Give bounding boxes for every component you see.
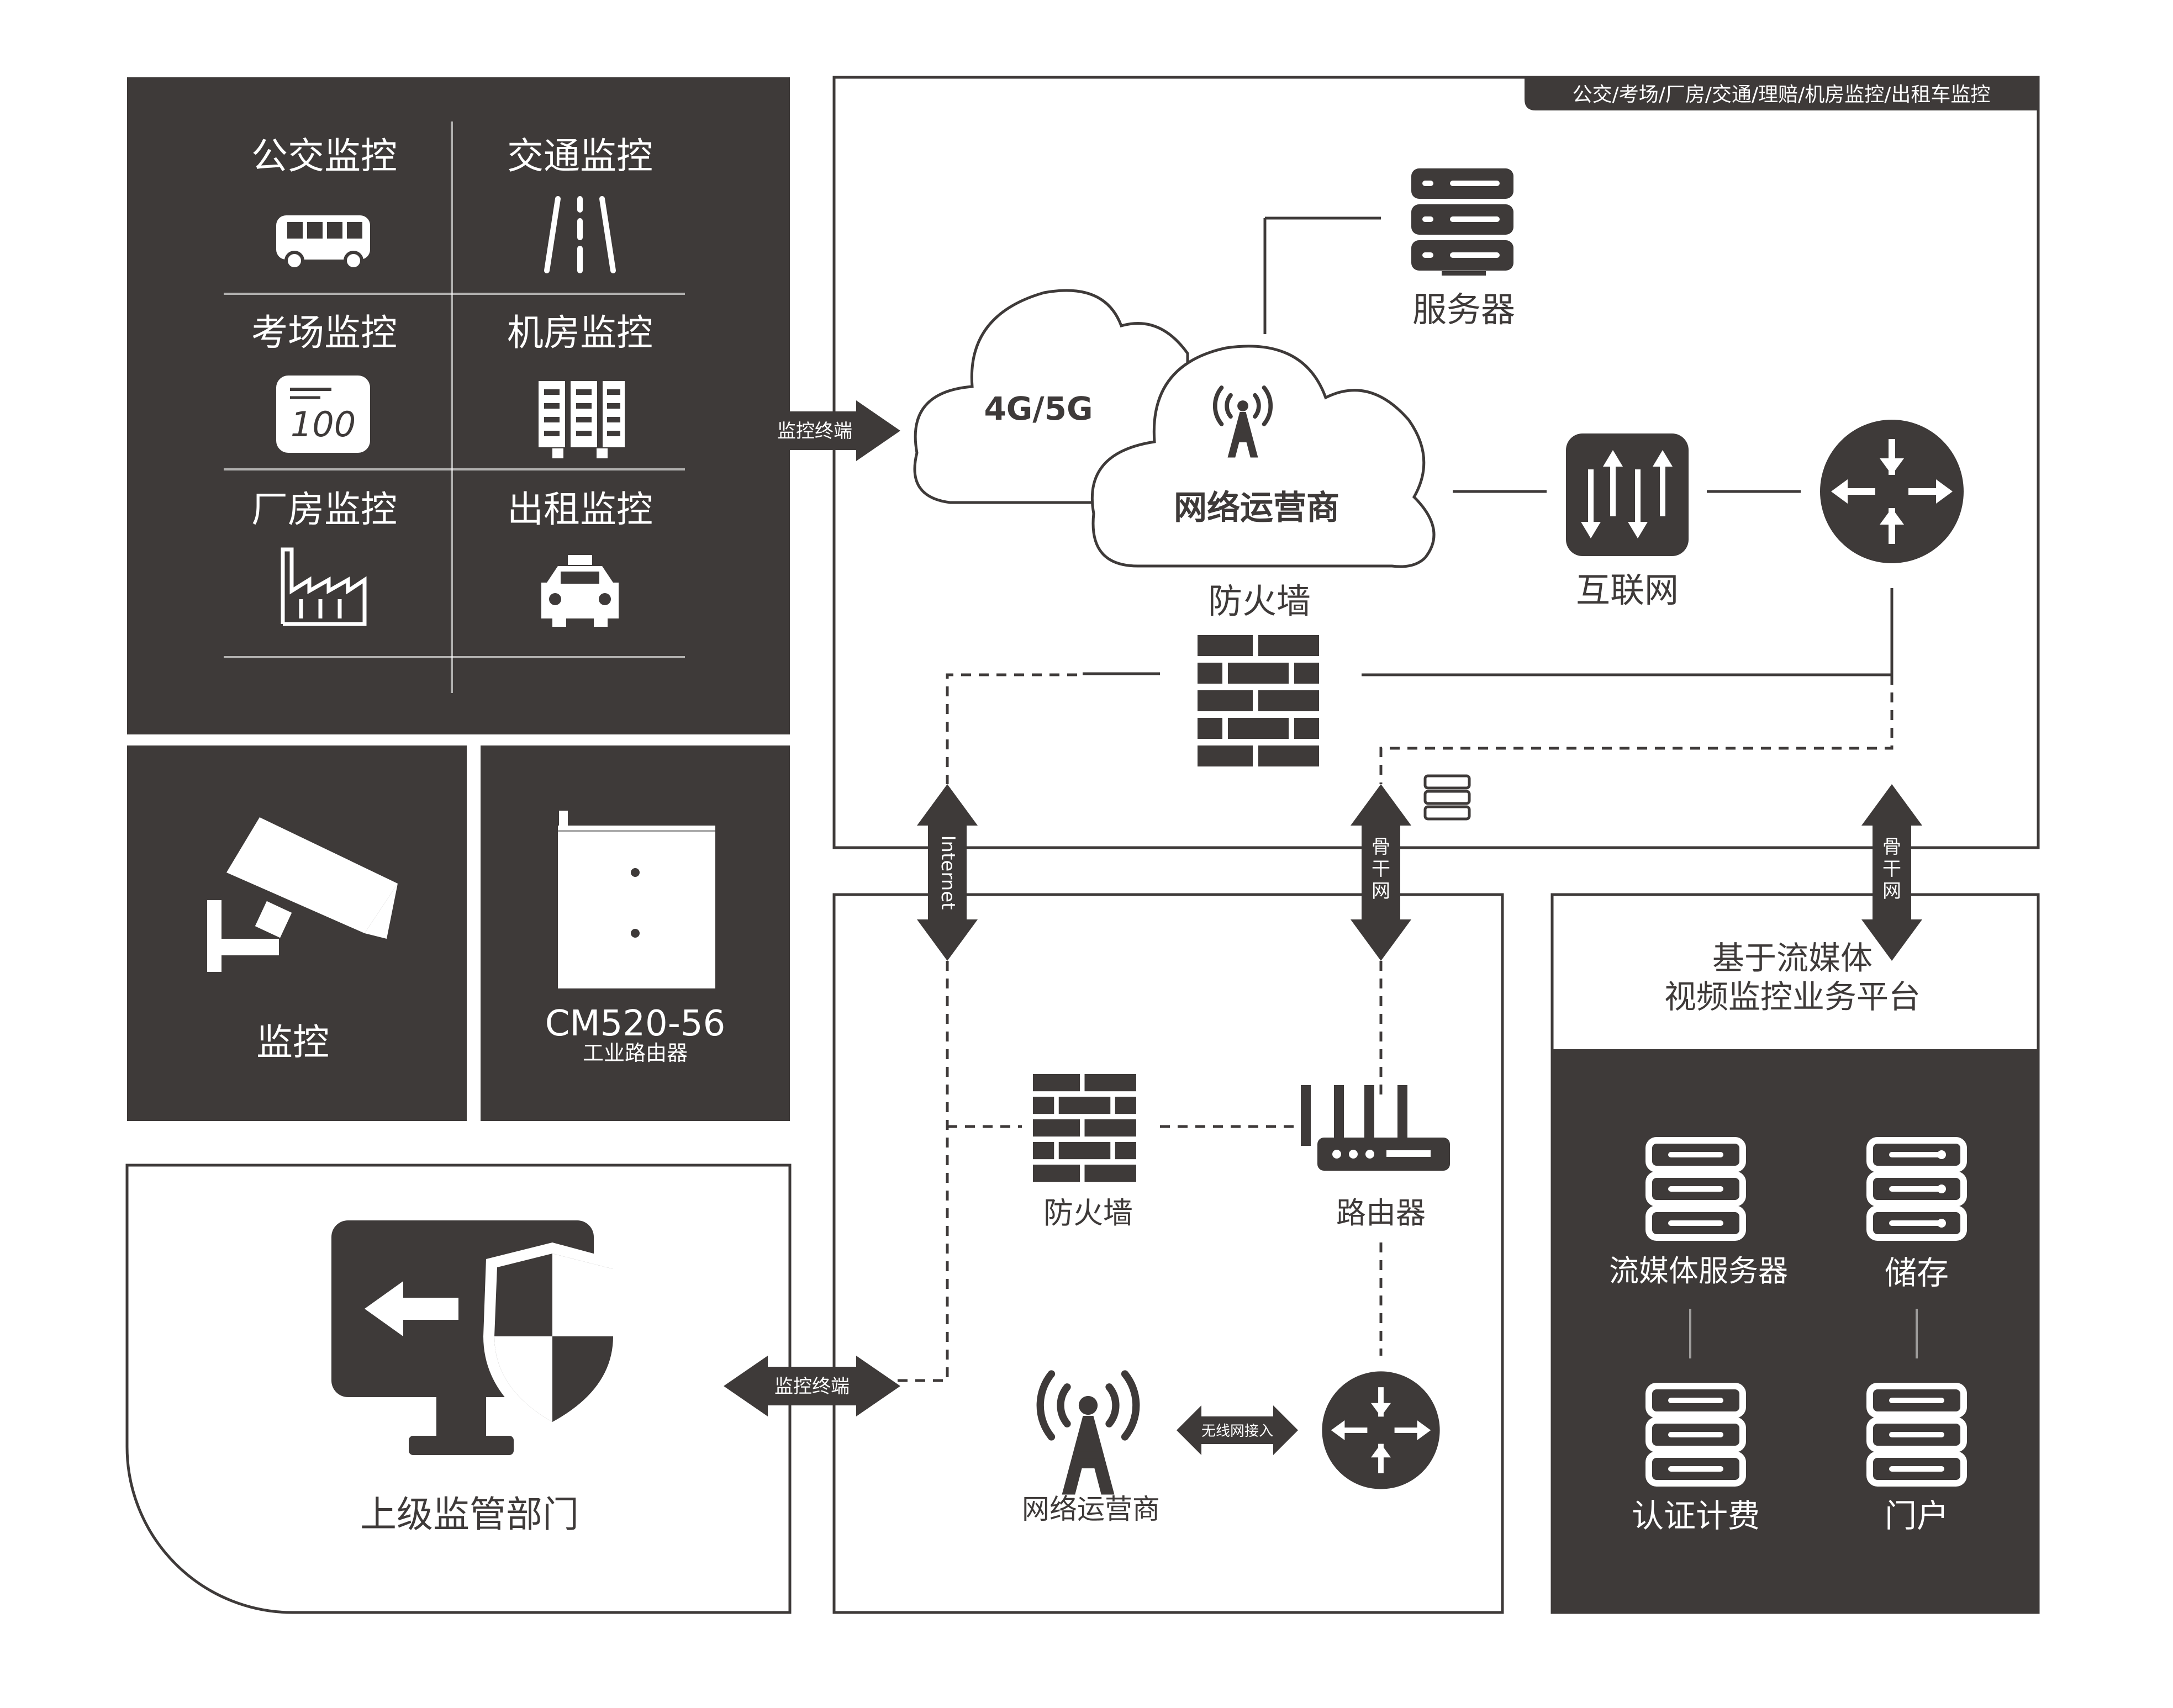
platform-title-line1: 基于流媒体 (1712, 939, 1873, 977)
backbone-2-char-2: 干 (1882, 858, 1901, 880)
camera-panel: 监控 (127, 745, 467, 1121)
supervisor-label: 上级监管部门 (360, 1493, 579, 1536)
scenario-panel: 公交监控 交通监控 考场监控 机房监控 厂房监控 出租监控 (127, 77, 790, 734)
server-icon-top (1411, 168, 1513, 276)
firewall-icon-top (1198, 635, 1319, 766)
billing-label: 认证计费 (1632, 1497, 1760, 1535)
arrow-wireless-label: 无线网接入 (1201, 1423, 1273, 1440)
bus-icon (276, 215, 370, 271)
internet-label: 互联网 (1576, 570, 1679, 610)
arrow-internet: Internet (917, 784, 978, 961)
cloud-panel: 公交/考场/厂房/交通/理赔/机房监控/出租车监控 4G/5G 网络运营商 (832, 76, 2040, 849)
backbone-1-char-3: 网 (1372, 880, 1390, 902)
network-type-text: 4G/5G (984, 390, 1093, 427)
router-device-icon (558, 811, 715, 988)
traffic-monitor-label: 交通监控 (507, 135, 653, 177)
router-icon-bottom (1322, 1371, 1439, 1489)
dashed-connectors (895, 673, 1894, 1382)
access-panel: 防火墙 路由器 网络运营商 (832, 893, 1504, 1614)
cctv-camera-icon (207, 817, 398, 972)
arrow-internet-label: Internet (937, 835, 959, 909)
router-icon-top (1820, 420, 1964, 563)
server-label-top: 服务器 (1412, 289, 1515, 330)
backbone-1-char-2: 干 (1372, 858, 1390, 880)
arrow-wireless: 无线网接入 (1177, 1405, 1298, 1455)
cloud-operator (1090, 345, 1436, 568)
backbone-2-char-3: 网 (1882, 880, 1901, 902)
firewall-label-top: 防火墙 (1208, 581, 1311, 621)
portal-label: 门户 (1885, 1497, 1949, 1535)
storage-icon (1870, 1140, 1964, 1238)
router-label-bottom: 路由器 (1336, 1196, 1426, 1230)
firewall-icon-bottom (1033, 1074, 1136, 1182)
switch-icon (1566, 433, 1689, 556)
operator-label-bottom: 网络运营商 (1022, 1493, 1160, 1525)
cloud-4g5g (913, 289, 1189, 504)
streaming-server-label: 流媒体服务器 (1609, 1254, 1788, 1288)
monitor-shield-icon (331, 1220, 624, 1455)
firewall-label-bottom: 防火墙 (1043, 1196, 1133, 1230)
supervisor-panel: 上级监管部门 (125, 1164, 792, 1614)
platform-title-line2: 视频监控业务平台 (1664, 978, 1921, 1016)
mini-server-icon (1423, 774, 1471, 821)
taxi-monitor-label: 出租监控 (507, 488, 653, 531)
wifi-router-icon (1301, 1085, 1450, 1171)
server-room-monitor-label: 机房监控 (507, 311, 653, 354)
road-icon (544, 196, 616, 273)
storage-label: 储存 (1885, 1254, 1949, 1292)
scenario-banner: 公交/考场/厂房/交通/理赔/机房监控/出租车监控 (1573, 83, 1991, 106)
camera-label: 监控 (256, 1021, 329, 1064)
server-rack-icon (539, 381, 625, 458)
taxi-icon (541, 555, 619, 627)
arrow-backbone-1: 骨 干 网 (1351, 784, 1411, 961)
arrow-backbone-2: 骨 干 网 (1861, 784, 1922, 961)
platform-panel: 基于流媒体 视频监控业务平台 流媒体服务器 储存 认证计费 门户 (1550, 893, 2040, 1614)
factory-icon (281, 547, 367, 626)
exam-paper-icon: 100 (276, 376, 370, 453)
arrow-terminal-top: 监控终端 (765, 400, 900, 461)
arrow-terminal-bottom-label: 监控终端 (774, 1376, 850, 1398)
factory-monitor-label: 厂房监控 (251, 488, 397, 531)
bus-monitor-label: 公交监控 (251, 135, 397, 177)
exam-monitor-label: 考场监控 (251, 311, 397, 354)
backbone-2-char-1: 骨 (1882, 836, 1901, 858)
operator-label-top: 网络运营商 (1174, 489, 1339, 527)
arrow-terminal-top-label: 监控终端 (777, 420, 852, 442)
router-model-text: CM520-56 (545, 1003, 726, 1044)
router-type-text: 工业路由器 (583, 1041, 688, 1065)
antenna-icon-bottom (1040, 1374, 1136, 1495)
backbone-1-char-1: 骨 (1372, 836, 1390, 858)
router-device-panel: CM520-56 工业路由器 (481, 745, 790, 1121)
exam-score-text: 100 (291, 404, 356, 445)
arrow-terminal-bottom: 监控终端 (724, 1356, 900, 1416)
